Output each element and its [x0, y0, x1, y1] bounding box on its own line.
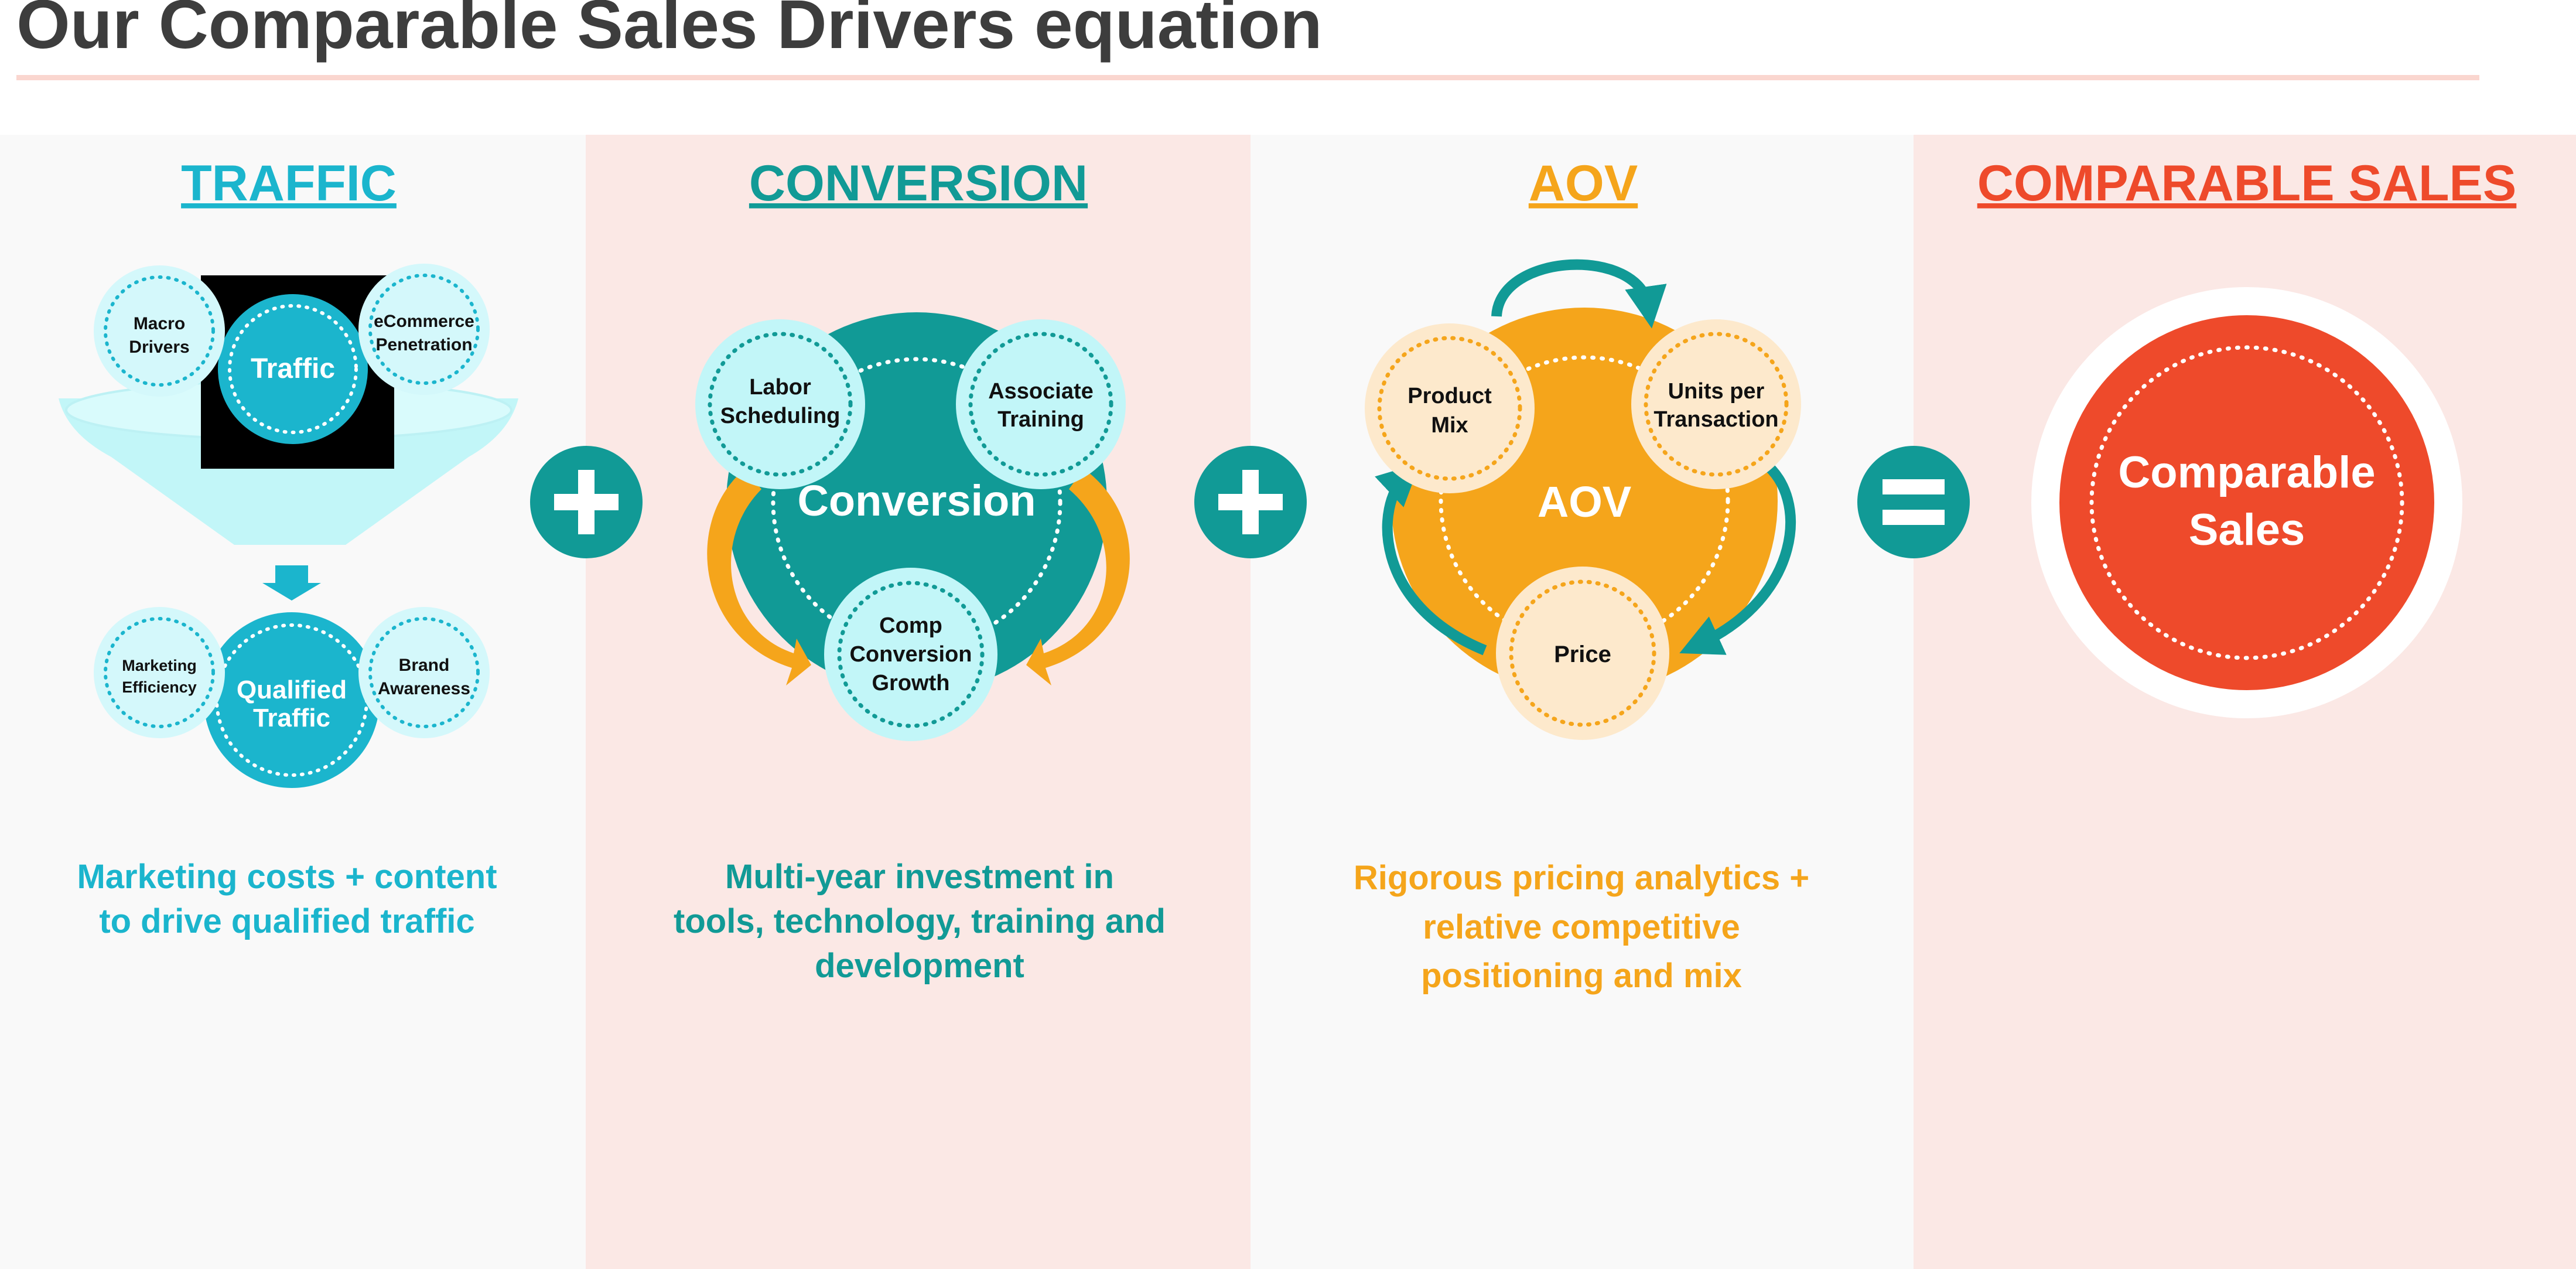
down-arrow-icon [262, 565, 321, 601]
labor-scheduling-label-1: Labor [749, 375, 811, 400]
product-mix-bubble [1365, 323, 1535, 493]
top-cycle-arrow-icon [1491, 259, 1667, 329]
price-label: Price [1554, 642, 1611, 667]
product-mix-label-2: Mix [1431, 413, 1468, 438]
conversion-caption-line-1: Multi-year investment in [725, 858, 1114, 896]
qualified-traffic-circle [204, 612, 380, 788]
associate-training-label-2: Training [997, 407, 1084, 432]
ecommerce-bubble [358, 264, 490, 395]
labor-scheduling-bubble [695, 319, 865, 489]
comp-label-1: Comp [879, 613, 942, 638]
heading-comparable-sales: COMPARABLE SALES [1977, 155, 2517, 211]
aov-center-label: AOV [1538, 477, 1631, 526]
comparable-sales-graphic: Comparable Sales [2031, 287, 2462, 718]
associate-training-label-1: Associate [988, 379, 1094, 404]
conversion-caption-line-2: tools, technology, training and [674, 902, 1166, 940]
conversion-caption-line-3: development [815, 947, 1024, 985]
associate-training-bubble [956, 319, 1126, 489]
title-underline [16, 75, 2479, 80]
traffic-funnel-graphic: Traffic Macro Drivers eCommerce Penetrat… [59, 264, 518, 788]
heading-conversion: CONVERSION [749, 155, 1088, 211]
comp-label-3: Growth [872, 671, 950, 695]
plus-icon [530, 446, 643, 558]
left-curved-arrow-icon [707, 469, 811, 685]
aov-caption-line-3: positioning and mix [1421, 957, 1742, 995]
labor-scheduling-label-2: Scheduling [720, 404, 841, 428]
marketing-efficiency-label-2: Efficiency [122, 678, 197, 696]
marketing-efficiency-label-1: Marketing [122, 657, 197, 674]
right-cycle-arrow-icon [1679, 458, 1796, 655]
page-title: Our Comparable Sales Drivers equation [16, 0, 1323, 63]
brand-awareness-label-2: Awareness [378, 679, 470, 698]
traffic-caption-line-2: to drive qualified traffic [99, 902, 474, 940]
units-label-1: Units per [1668, 379, 1765, 404]
product-mix-label-1: Product [1407, 384, 1492, 408]
conversion-center-label: Conversion [797, 476, 1036, 525]
brand-awareness-label-1: Brand [399, 656, 450, 675]
comparable-sales-label-2: Sales [2189, 505, 2305, 555]
comp-conversion-growth-bubble [824, 568, 997, 741]
heading-aov: AOV [1529, 155, 1638, 211]
aov-caption-line-2: relative competitive [1423, 908, 1740, 946]
equals-icon [1857, 446, 1970, 558]
brand-awareness-bubble [358, 607, 490, 738]
traffic-main-circle [218, 294, 368, 444]
comparable-sales-label-1: Comparable [2118, 448, 2375, 497]
qualified-traffic-label-2: Traffic [253, 704, 330, 732]
macro-drivers-label-2: Drivers [129, 337, 189, 357]
macro-drivers-bubble [94, 265, 225, 397]
traffic-caption-line-1: Marketing costs + content [77, 858, 497, 896]
conversion-graphic: Conversion Labor Scheduling Associate Tr… [695, 312, 1130, 741]
comparable-sales-circle [2059, 315, 2434, 690]
ecommerce-label-2: Penetration [375, 335, 472, 354]
marketing-efficiency-bubble [94, 607, 225, 738]
ecommerce-label-1: eCommerce [374, 312, 474, 331]
macro-drivers-label-1: Macro [134, 314, 185, 333]
price-bubble [1496, 567, 1669, 740]
left-cycle-arrow-icon [1375, 463, 1487, 656]
traffic-center-label: Traffic [251, 353, 335, 384]
units-label-2: Transaction [1653, 407, 1778, 432]
comp-label-2: Conversion [849, 642, 972, 667]
aov-graphic: AOV Product Mix Units per Transaction Pr… [1365, 259, 1801, 740]
right-curved-arrow-icon [1026, 469, 1130, 685]
heading-traffic: TRAFFIC [181, 155, 397, 211]
plus-icon [1194, 446, 1307, 558]
units-per-transaction-bubble [1631, 319, 1801, 489]
aov-caption-line-1: Rigorous pricing analytics + [1354, 859, 1809, 897]
qualified-traffic-label-1: Qualified [237, 676, 347, 704]
